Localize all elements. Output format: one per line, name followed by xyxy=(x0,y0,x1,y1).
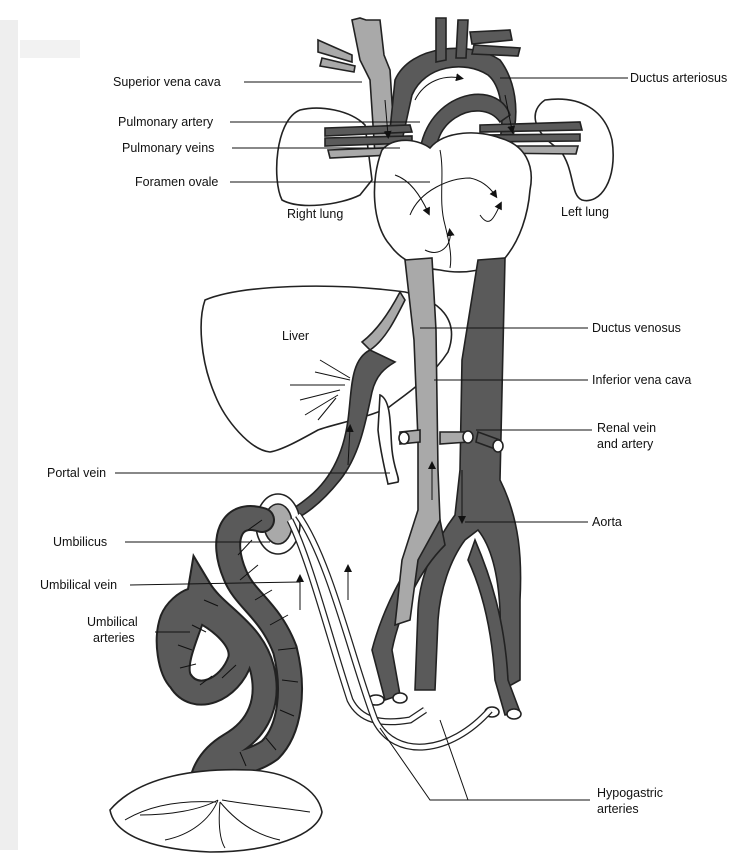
label-renal-vein-2: and artery xyxy=(597,437,654,451)
label-superior-vena-cava: Superior vena cava xyxy=(113,75,221,89)
label-right-lung: Right lung xyxy=(287,207,343,221)
label-hypogastric-2: arteries xyxy=(597,802,639,816)
label-aorta: Aorta xyxy=(592,515,622,529)
label-portal-vein: Portal vein xyxy=(47,466,106,480)
label-umbilical-vein: Umbilical vein xyxy=(40,578,117,592)
label-inferior-vena-cava: Inferior vena cava xyxy=(592,373,691,387)
heart xyxy=(374,133,531,272)
label-liver: Liver xyxy=(282,329,309,343)
label-pulmonary-veins: Pulmonary veins xyxy=(122,141,214,155)
placenta xyxy=(110,770,322,852)
label-renal-vein-1: Renal vein xyxy=(597,421,656,435)
label-hypogastric-1: Hypogastric xyxy=(597,786,663,800)
vessel-end-2 xyxy=(393,693,407,703)
background-bleed-through xyxy=(0,20,80,850)
label-ductus-venosus: Ductus venosus xyxy=(592,321,681,335)
label-pulmonary-artery: Pulmonary artery xyxy=(118,115,214,129)
label-foramen-ovale: Foramen ovale xyxy=(135,175,218,189)
label-ductus-arteriosus: Ductus arteriosus xyxy=(630,71,727,85)
label-umbilical-arteries-2: arteries xyxy=(93,631,135,645)
vessel-end-4 xyxy=(507,709,521,719)
label-umbilical-arteries-1: Umbilical xyxy=(87,615,138,629)
portal-loop xyxy=(378,395,398,484)
label-left-lung: Left lung xyxy=(561,205,609,219)
head-vessels-left xyxy=(318,40,355,72)
label-umbilicus: Umbilicus xyxy=(53,535,107,549)
